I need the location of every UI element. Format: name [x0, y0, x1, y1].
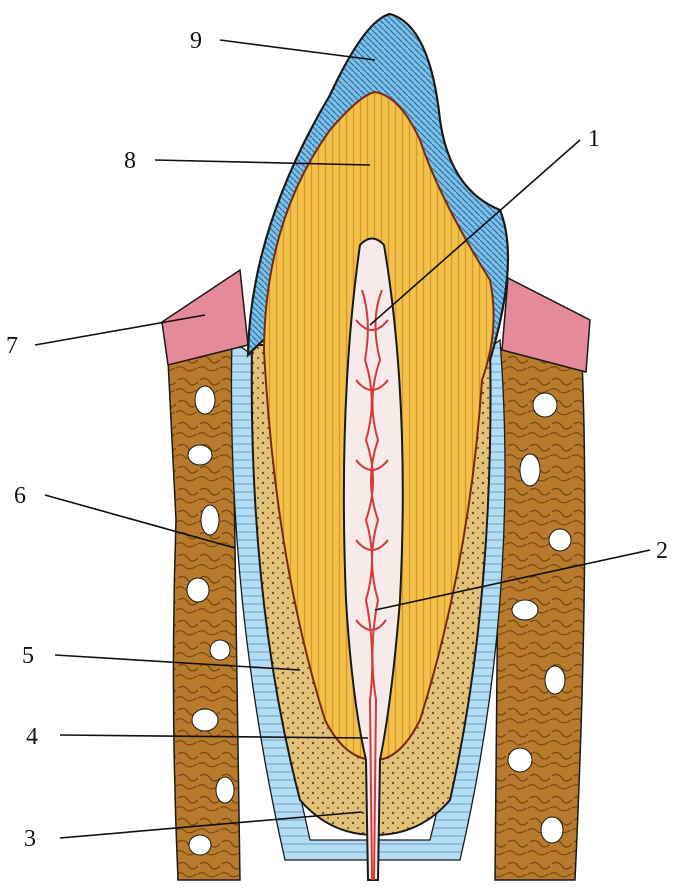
label-4: 4	[26, 724, 38, 750]
alveolar-bone-left	[168, 348, 240, 880]
label-3: 3	[24, 826, 36, 852]
leader-9	[220, 40, 375, 60]
label-6: 6	[14, 483, 26, 509]
alveolar-bone-right	[495, 348, 585, 880]
label-9: 9	[190, 28, 202, 54]
label-2: 2	[656, 538, 668, 564]
label-8: 8	[124, 148, 136, 174]
label-7: 7	[6, 333, 18, 359]
label-5: 5	[22, 643, 34, 669]
label-1: 1	[588, 126, 600, 152]
